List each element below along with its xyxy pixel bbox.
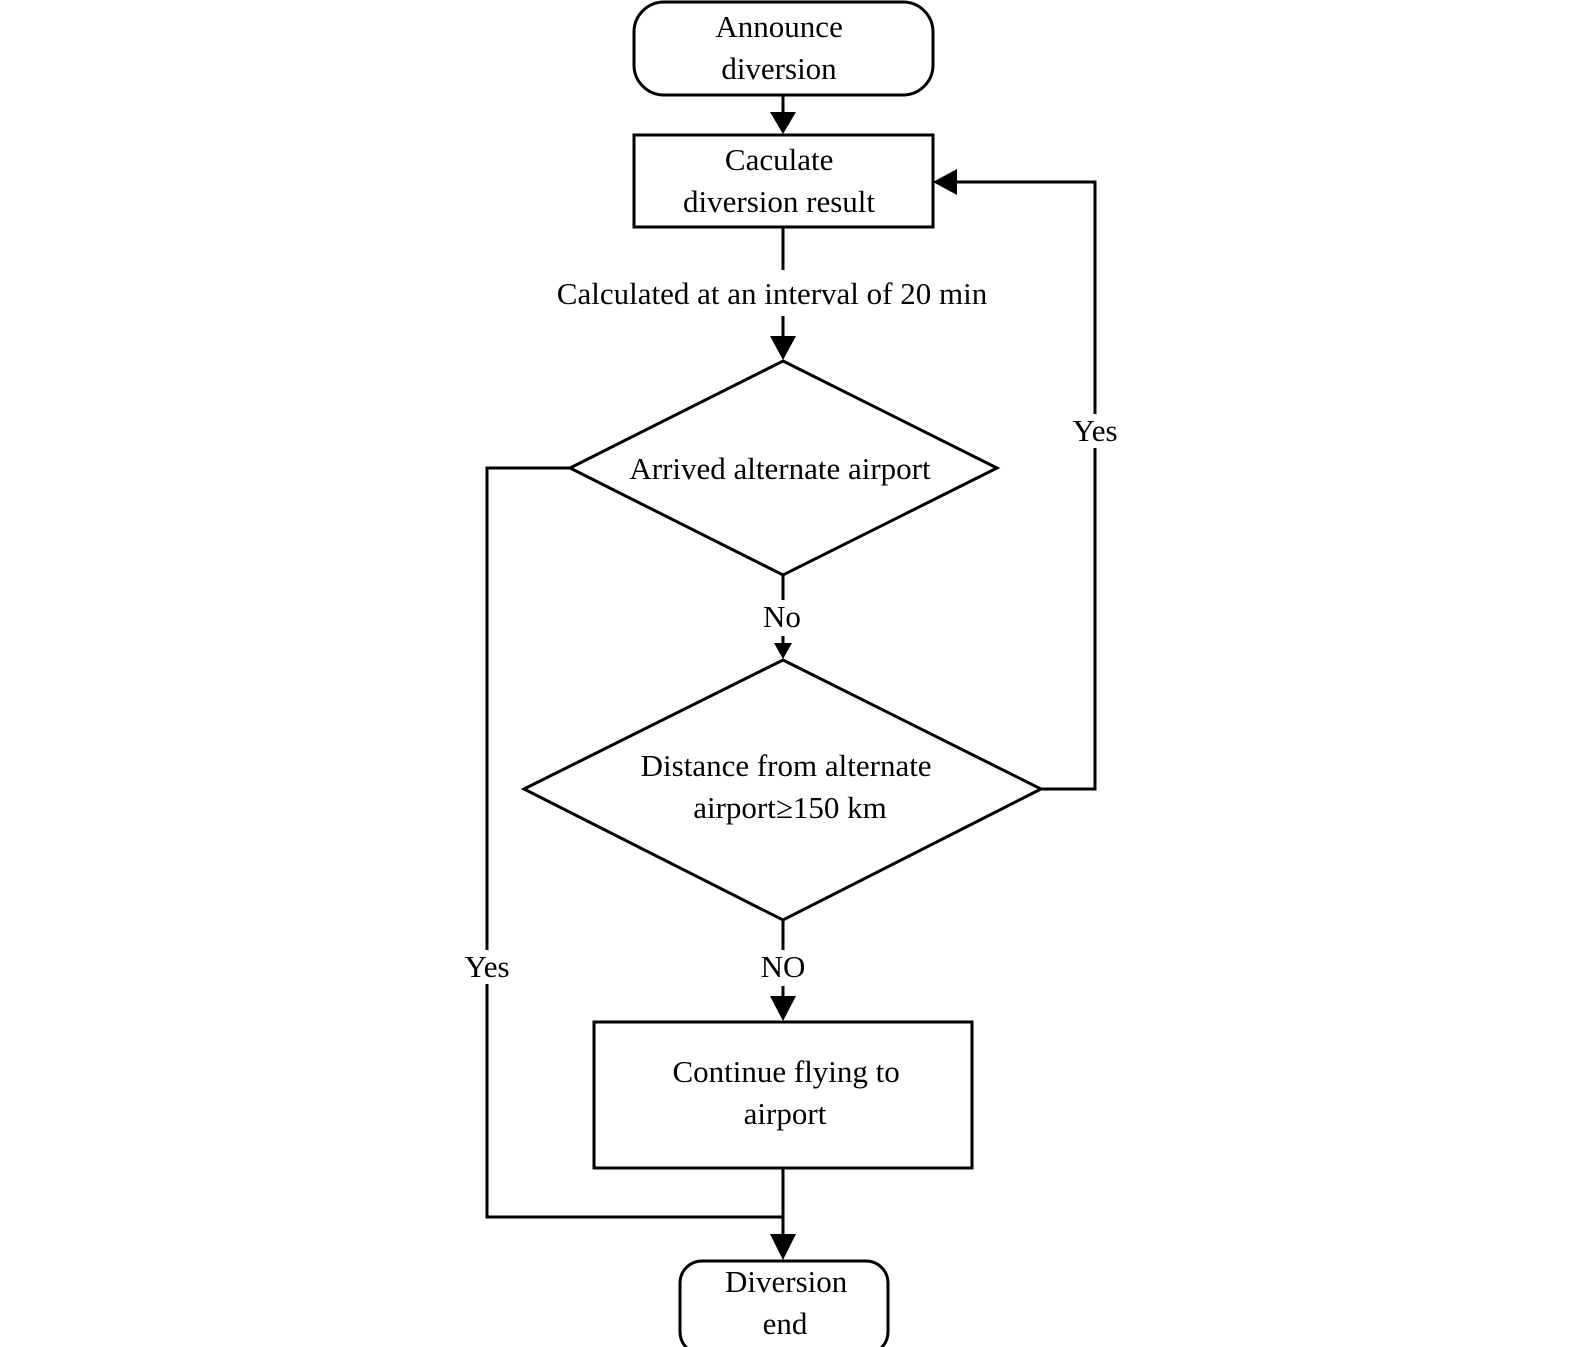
interval-label: Calculated at an interval of 20 min bbox=[557, 276, 988, 311]
node-end: Diversion end bbox=[678, 1259, 890, 1347]
node-continue-line-1: Continue flying to bbox=[672, 1054, 899, 1089]
node-distance-line-2: airport≥150 km bbox=[693, 790, 887, 825]
distance-yes-label: Yes bbox=[1072, 413, 1117, 448]
node-end-line-2: end bbox=[763, 1306, 808, 1341]
node-continue-shape bbox=[592, 1020, 974, 1170]
arrived-no-label-background bbox=[757, 600, 809, 636]
node-distance-shape bbox=[520, 658, 1045, 922]
edge-labels: Calculated at an interval of 20 min No Y… bbox=[455, 270, 1127, 986]
node-start-line-1: Announce bbox=[715, 9, 842, 44]
node-start-text: Announce diversion bbox=[715, 9, 850, 86]
distance-no-label: NO bbox=[761, 949, 806, 984]
node-continue: Continue flying to airport bbox=[592, 1020, 974, 1170]
edge-distance-yes-loop bbox=[953, 180, 1097, 791]
arrived-yes-label: Yes bbox=[464, 949, 509, 984]
edge-distance-to-continue-arrowhead bbox=[770, 996, 796, 1021]
node-start: Announce diversion bbox=[632, 0, 935, 97]
interval-label-background bbox=[527, 270, 1017, 316]
node-calculate-line-1: Caculate bbox=[725, 142, 833, 177]
edge-start-to-calculate-arrowhead bbox=[770, 112, 796, 134]
node-start-shape bbox=[632, 0, 935, 97]
edge-continue-to-end-arrowhead bbox=[770, 1234, 796, 1260]
node-arrived-decision: Arrived alternate airport bbox=[566, 359, 1001, 577]
arrived-yes-label-background bbox=[455, 950, 519, 984]
node-distance-decision: Distance from alternate airport≥150 km bbox=[520, 658, 1045, 922]
distance-no-label-background bbox=[754, 950, 812, 986]
node-end-shape bbox=[678, 1259, 890, 1347]
edge-arrived-yes-bypass bbox=[485, 466, 783, 1219]
connectors bbox=[485, 95, 1097, 1260]
node-arrived-line-1: Arrived alternate airport bbox=[629, 451, 931, 486]
node-calculate: Caculate diversion result bbox=[632, 133, 935, 229]
node-arrived-shape bbox=[566, 359, 1001, 577]
node-arrived-text: Arrived alternate airport bbox=[629, 451, 931, 486]
distance-yes-label-background bbox=[1063, 414, 1127, 448]
arrived-no-label: No bbox=[763, 599, 801, 634]
node-calculate-line-2: diversion result bbox=[683, 184, 875, 219]
node-continue-line-2: airport bbox=[744, 1096, 827, 1131]
node-distance-text: Distance from alternate airport≥150 km bbox=[641, 748, 940, 825]
node-start-line-2: diversion bbox=[721, 51, 837, 86]
edge-distance-yes-loop-arrowhead bbox=[933, 169, 957, 195]
node-continue-text: Continue flying to airport bbox=[672, 1054, 907, 1131]
edge-calculate-to-arrived-arrowhead bbox=[770, 336, 796, 360]
node-end-line-1: Diversion bbox=[725, 1264, 848, 1299]
node-calculate-text: Caculate diversion result bbox=[683, 142, 875, 219]
node-calculate-shape bbox=[632, 133, 935, 229]
edge-arrived-to-distance-arrowhead bbox=[774, 643, 792, 659]
node-distance-line-1: Distance from alternate bbox=[641, 748, 932, 783]
node-end-text: Diversion end bbox=[725, 1264, 855, 1341]
